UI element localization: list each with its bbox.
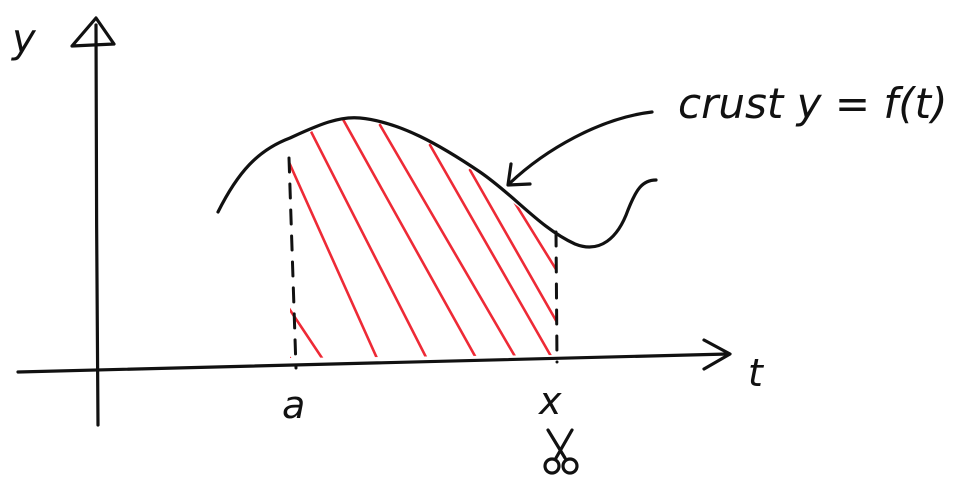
scissors-icon xyxy=(543,428,579,475)
y-axis-arrowhead xyxy=(70,16,116,48)
y-axis-label: y xyxy=(11,16,37,62)
label-pointer-arrowhead xyxy=(506,162,532,187)
curve-f-of-t xyxy=(216,116,658,249)
t-axis-label: t xyxy=(748,351,765,395)
curve-label: crust y = f(t) xyxy=(678,79,947,128)
y-axis xyxy=(94,23,100,427)
bound-line-x xyxy=(554,230,559,364)
bound-line-a xyxy=(287,156,298,370)
shaded-area xyxy=(290,117,556,358)
bound-label-x: x xyxy=(538,379,562,423)
t-axis xyxy=(16,352,730,374)
label-pointer-arrow xyxy=(508,110,654,185)
bound-label-a: a xyxy=(282,383,305,427)
t-axis-arrowhead xyxy=(702,338,732,371)
